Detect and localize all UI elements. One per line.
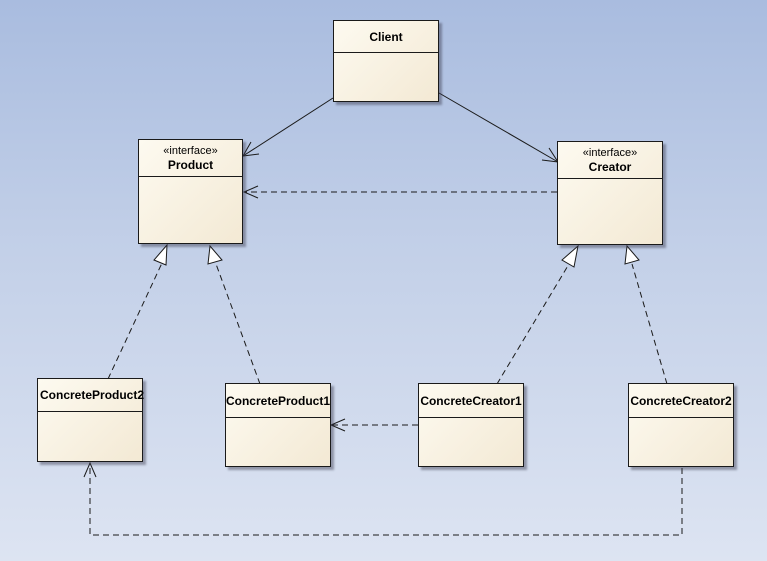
hollow-triangle-icon — [207, 244, 223, 265]
class-name: Creator — [588, 159, 632, 174]
stereotype-label: «interface» — [582, 146, 638, 159]
class-client[interactable]: Client — [333, 20, 439, 102]
interface-creator[interactable]: «interface» Creator — [557, 141, 663, 245]
class-name: ConcreteCreator1 — [420, 393, 522, 408]
class-header: ConcreteProduct1 — [226, 384, 330, 418]
class-concreteproduct1[interactable]: ConcreteProduct1 — [225, 383, 331, 467]
hollow-triangle-icon — [561, 244, 579, 268]
class-name: ConcreteProduct1 — [225, 393, 331, 408]
association-client-product[interactable] — [242, 97, 334, 157]
hollow-triangle-icon — [153, 243, 168, 266]
class-header: «interface» Creator — [558, 142, 662, 179]
class-name: Client — [369, 29, 403, 44]
realization-concretecreator2-creator[interactable] — [631, 263, 668, 385]
open-arrowhead-icon — [329, 418, 346, 432]
dependency-concretecreator2-concreteproduct2[interactable] — [89, 463, 683, 536]
class-header: Client — [334, 21, 438, 53]
hollow-triangle-icon — [624, 244, 640, 265]
class-header: «interface» Product — [139, 140, 242, 177]
class-header: ConcreteProduct2 — [38, 379, 145, 412]
class-name: Product — [167, 157, 214, 172]
realization-concretecreator1-creator[interactable] — [496, 263, 570, 385]
association-client-creator[interactable] — [438, 92, 559, 163]
class-name: ConcreteProduct2 — [40, 388, 145, 402]
class-header: ConcreteCreator2 — [629, 384, 733, 418]
stereotype-label: «interface» — [163, 144, 218, 157]
open-arrowhead-icon — [242, 185, 259, 199]
realization-concreteproduct1-product[interactable] — [215, 263, 261, 385]
interface-product[interactable]: «interface» Product — [138, 139, 243, 244]
open-arrowhead-icon — [541, 147, 559, 163]
open-arrowhead-icon — [83, 461, 97, 478]
class-concretecreator1[interactable]: ConcreteCreator1 — [418, 383, 524, 467]
realization-concreteproduct2-product[interactable] — [107, 262, 163, 380]
class-name: ConcreteCreator2 — [630, 393, 732, 408]
open-arrowhead-icon — [242, 141, 260, 157]
class-concretecreator2[interactable]: ConcreteCreator2 — [628, 383, 734, 467]
class-header: ConcreteCreator1 — [419, 384, 523, 418]
class-concreteproduct2[interactable]: ConcreteProduct2 — [37, 378, 145, 462]
